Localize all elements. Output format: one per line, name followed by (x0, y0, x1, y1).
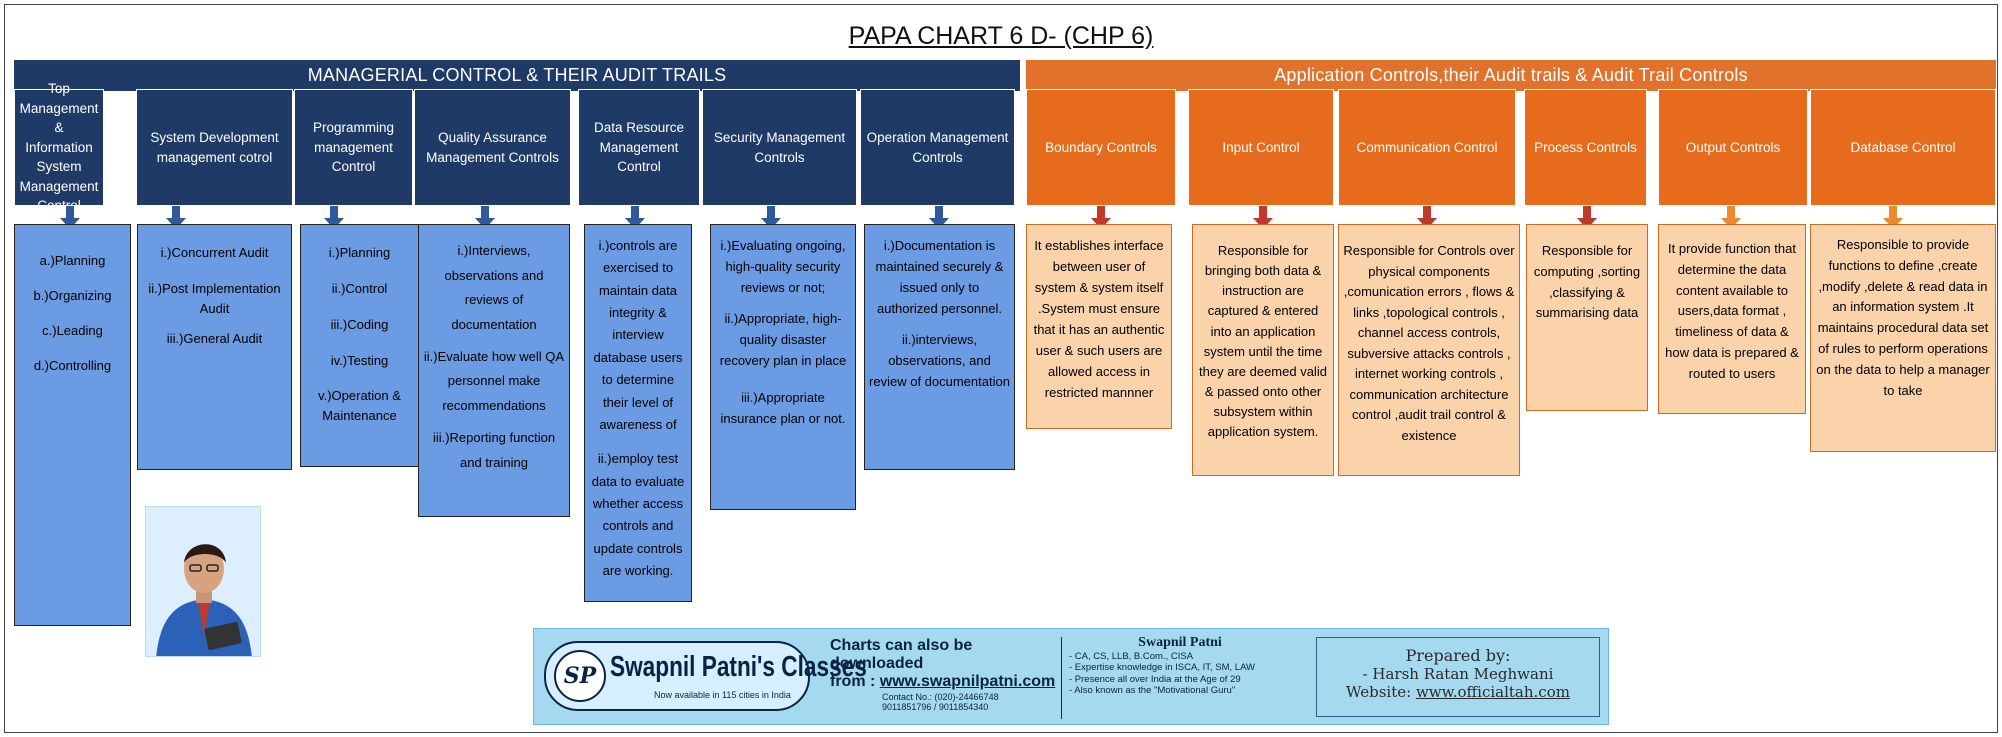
box-quality-assurance: i.)Interviews, observations and reviews … (418, 224, 570, 517)
header-process: Process Controls (1524, 89, 1647, 206)
list-item: i.)Interviews, observations and reviews … (444, 243, 544, 333)
box-boundary: It establishes interface between user of… (1026, 224, 1172, 429)
download-line: Charts can also be downloaded (830, 637, 973, 672)
header-quality-assurance: Quality Assurance Management Controls (414, 89, 571, 206)
profile-line: - Presence all over India at the Age of … (1069, 673, 1241, 685)
list-item: iii.)Reporting function and training (432, 429, 556, 470)
footer-banner: SP Swapnil Patni's Classes Now available… (533, 628, 1609, 725)
download-info: Charts can also be downloaded from : www… (830, 637, 1062, 719)
list-item: i.)controls are exercised to maintain da… (593, 238, 683, 432)
down-arrow-icon (761, 206, 781, 229)
list-item: a.)Planning (39, 253, 106, 268)
down-arrow-icon (929, 206, 949, 229)
prepared-label: Prepared by: (1405, 646, 1511, 665)
list-item: i.)Concurrent Audit (160, 245, 269, 260)
box-process: Responsible for computing ,sorting ,clas… (1526, 224, 1648, 411)
list-item: v.)Operation & Maintenance (318, 387, 401, 423)
box-database: Responsible to provide functions to defi… (1810, 224, 1996, 452)
header-top-management: Top Management & Information System Mana… (14, 81, 104, 213)
box-security: i.)Evaluating ongoing, high-quality secu… (710, 224, 856, 510)
down-arrow-icon (625, 206, 645, 229)
down-arrow-icon (60, 206, 80, 229)
prepared-name: - Harsh Ratan Meghwani (1362, 665, 1554, 683)
person-profile: Swapnil Patni - CA, CS, LLB, B.Com., CIS… (1069, 635, 1291, 697)
list-item: ii.)Appropriate, high-quality disaster r… (719, 311, 847, 369)
down-arrow-icon (1253, 206, 1273, 229)
website-link[interactable]: www.officialtah.com (1415, 683, 1570, 701)
header-operation: Operation Management Controls (860, 89, 1015, 206)
list-item: b.)Organizing (33, 288, 112, 304)
box-operation: i.)Documentation is maintained securely … (864, 224, 1015, 470)
header-communication: Communication Control (1338, 89, 1516, 206)
down-arrow-icon (1577, 206, 1597, 229)
header-output: Output Controls (1658, 89, 1808, 206)
box-data-resource: i.)controls are exercised to maintain da… (584, 224, 692, 602)
header-programming: Programming management Control (294, 89, 413, 206)
application-banner: Application Controls,their Audit trails … (1026, 60, 1996, 91)
list-item: Responsible for computing ,sorting ,clas… (1533, 243, 1641, 321)
list-item: i.)Documentation is maintained securely … (875, 238, 1004, 317)
download-link[interactable]: www.swapnilpatni.com (879, 673, 1056, 690)
box-communication: Responsible for Controls over physical c… (1338, 224, 1520, 476)
list-item: It provide function that determine the d… (1665, 241, 1799, 381)
list-item: d.)Controlling (33, 358, 112, 374)
list-item: iii.)Appropriate insurance plan or not. (720, 390, 846, 427)
list-item: ii.)interviews, observations, and review… (869, 332, 1010, 390)
brand-subtitle: Now available in 115 cities in India (654, 690, 791, 700)
managerial-banner: MANAGERIAL CONTROL & THEIR AUDIT TRAILS (14, 60, 1020, 91)
down-arrow-icon (475, 206, 495, 229)
list-item: iii.)Coding (330, 317, 389, 333)
header-database: Database Control (1810, 89, 1996, 206)
chart-title: PAPA CHART 6 D- (CHP 6) (848, 22, 1154, 50)
box-input: Responsible for bringing both data & ins… (1192, 224, 1334, 476)
website: Website: www.officialtah.com (1346, 683, 1570, 701)
person-name: Swapnil Patni (1138, 635, 1222, 650)
box-system-development: i.)Concurrent Audit ii.)Post Implementat… (137, 224, 292, 470)
header-security: Security Management Controls (702, 89, 857, 206)
contact-number: Contact No.: (020)-24466748 (882, 692, 999, 702)
down-arrow-icon (166, 206, 186, 229)
list-item: iii.)General Audit (166, 331, 263, 347)
list-item: Responsible to provide functions to defi… (1816, 237, 1990, 398)
down-arrow-icon (1091, 206, 1111, 229)
list-item: It establishes interface between user of… (1033, 238, 1165, 401)
list-item: Responsible for Controls over physical c… (1343, 243, 1515, 443)
chart-frame (4, 4, 1998, 733)
profile-line: - CA, CS, LLB, B.Com., CISA (1069, 651, 1194, 662)
down-arrow-icon (324, 206, 344, 229)
header-system-development: System Development management cotrol (136, 89, 293, 206)
brand-name: Swapnil Patni's Classes (610, 651, 867, 683)
person-photo (145, 506, 261, 657)
profile-line: - Also known as the "Motivational Guru" (1069, 685, 1236, 697)
list-item: Responsible for bringing both data & ins… (1199, 243, 1327, 440)
prepared-by: Prepared by: - Harsh Ratan Meghwani Webs… (1316, 637, 1600, 717)
list-item: i.)Evaluating ongoing, high-quality secu… (720, 238, 846, 296)
list-item: c.)Leading (42, 323, 103, 339)
header-input: Input Control (1188, 89, 1334, 206)
profile-line: - Expertise knowledge in ISCA, IT, SM, L… (1069, 662, 1256, 674)
download-from: from : www.swapnilpatni.com (830, 673, 1056, 690)
list-item: ii.)Post Implementation Audit (148, 281, 281, 317)
list-item: ii.)Evaluate how well QA personnel make … (423, 348, 565, 414)
classes-logo-icon: SP Swapnil Patni's Classes Now available… (544, 641, 867, 711)
list-item: ii.)employ test data to evaluate whether… (591, 451, 685, 579)
phone-numbers: 9011851796 / 9011854340 (882, 702, 989, 712)
down-arrow-icon (1721, 206, 1741, 229)
down-arrow-icon (1883, 206, 1903, 229)
list-item: i.)Planning (328, 245, 391, 260)
list-item: ii.)Control (331, 281, 388, 297)
header-data-resource: Data Resource Management Control (578, 89, 700, 206)
list-item: iv.)Testing (330, 353, 389, 369)
down-arrow-icon (1417, 206, 1437, 229)
logo-mark: SP (554, 650, 606, 702)
header-boundary: Boundary Controls (1026, 89, 1176, 206)
box-programming: i.)Planning ii.)Control iii.)Coding iv.)… (300, 224, 419, 467)
box-output: It provide function that determine the d… (1658, 224, 1806, 414)
box-top-management: a.)Planning b.)Organizing c.)Leading d.)… (14, 224, 131, 626)
